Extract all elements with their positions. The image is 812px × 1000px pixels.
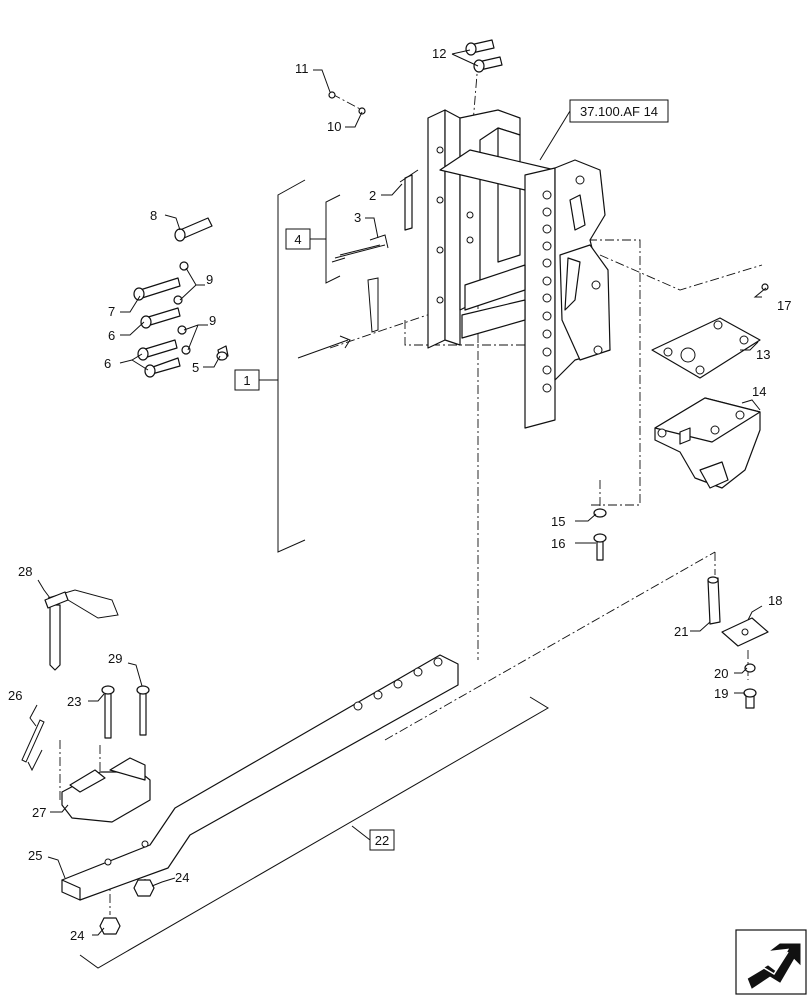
pin-28 (44, 589, 119, 671)
callout-5: 5 (192, 360, 199, 375)
washer-9b (173, 295, 183, 305)
callout-8: 8 (150, 208, 157, 223)
pins-and-clips (297, 169, 419, 359)
callout-20: 20 (714, 666, 728, 681)
callout-15: 15 (551, 514, 565, 529)
bolt-23 (104, 691, 112, 739)
callouts: 11 10 12 2 3 8 9 7 6 9 6 5 17 13 14 15 1… (8, 46, 791, 943)
washer-9d (181, 345, 191, 355)
callout-7: 7 (108, 304, 115, 319)
callout-17: 17 (777, 298, 791, 313)
chain-4b (297, 335, 351, 359)
bolt-7 (139, 277, 181, 299)
reference-label: 37.100.AF 14 (580, 104, 658, 119)
callout-19: 19 (714, 686, 728, 701)
washer-20 (744, 663, 756, 673)
callout-29: 29 (108, 651, 122, 666)
bolts-top (328, 39, 503, 115)
bolt-17 (761, 283, 769, 291)
bolts-left (133, 217, 229, 378)
callout-6a: 6 (108, 328, 115, 343)
leader-lines (29, 49, 767, 936)
bolt-29 (139, 691, 147, 736)
next-page-arrow-icon[interactable] (735, 929, 807, 995)
callout-10: 10 (327, 119, 341, 134)
callout-13: 13 (756, 347, 770, 362)
group-bracket-4: 4 (285, 194, 341, 284)
group-bracket-1: 1 (234, 179, 306, 553)
pin-21 (707, 577, 721, 625)
washer-9c (177, 325, 187, 335)
group-box-1-label: 1 (243, 373, 250, 388)
drawbar-25 (61, 654, 459, 901)
callout-14: 14 (752, 384, 766, 399)
clip-4a (367, 277, 379, 333)
nut-24a (133, 879, 155, 897)
callout-23: 23 (67, 694, 81, 709)
reference-box[interactable]: 37.100.AF 14 (539, 99, 669, 161)
nut-24b (99, 917, 121, 935)
callout-12: 12 (432, 46, 446, 61)
clip-26 (21, 719, 45, 772)
callout-9a: 9 (206, 272, 213, 287)
group-box-4-label: 4 (294, 232, 301, 247)
group-box-22-label: 22 (375, 833, 389, 848)
bolt-16 (596, 539, 604, 561)
callout-3: 3 (354, 210, 361, 225)
washer-15 (593, 508, 607, 518)
callout-26: 26 (8, 688, 22, 703)
callout-18: 18 (768, 593, 782, 608)
callout-16: 16 (551, 536, 565, 551)
callout-6b: 6 (104, 356, 111, 371)
callout-24b: 24 (70, 928, 84, 943)
bolt-16-group (593, 283, 769, 561)
callout-2: 2 (369, 188, 376, 203)
bracket-14 (654, 397, 761, 489)
bolt-10 (358, 107, 366, 115)
main-frame (427, 109, 611, 429)
callout-21: 21 (674, 624, 688, 639)
callout-28: 28 (18, 564, 32, 579)
group-bracket-22: 22 (79, 696, 549, 969)
callout-9b: 9 (209, 313, 216, 328)
hitch-27 (61, 757, 151, 823)
pin-21-group (707, 576, 769, 709)
callout-27: 27 (32, 805, 46, 820)
clip-3 (334, 234, 389, 259)
bolts-23-29 (99, 685, 155, 935)
callout-24a: 24 (175, 870, 189, 885)
bolt-11 (328, 91, 336, 99)
plate-13 (651, 317, 761, 379)
pin-2 (404, 174, 413, 231)
callout-25: 25 (28, 848, 42, 863)
callout-11: 11 (295, 61, 309, 76)
